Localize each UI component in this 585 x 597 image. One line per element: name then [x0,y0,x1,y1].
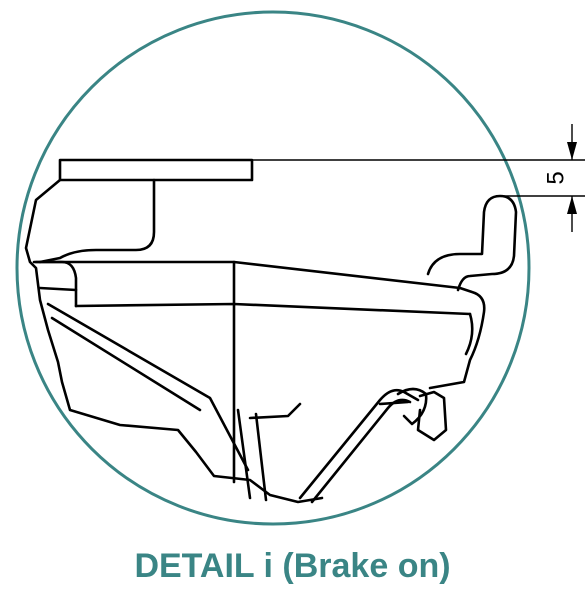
upper-cavity [38,178,156,264]
brake-block-top-edge [34,260,462,290]
brake-block-right-end [428,286,486,390]
brake-block-upper-face [74,302,472,316]
left-frame-outline [24,178,324,504]
lever-shaft-left [248,402,302,420]
detail-drawing: 5 [15,10,585,526]
hook-element [426,194,518,292]
lever-arm-inner [310,398,412,504]
lower-rib-second [254,412,268,502]
dimension-arrow-top [567,142,577,160]
dimension-annotation [252,124,585,232]
brake-shoe-plate [58,158,254,182]
brake-mechanism-linework [24,158,518,504]
lever-housing [416,390,448,442]
diagonal-wall-outer [46,302,250,472]
left-step-lower [38,286,78,292]
lever-guide [378,400,410,406]
diagonal-wall-inner [50,316,202,412]
detail-circle [15,10,531,526]
brake-block-bottom [464,312,474,356]
detail-caption: DETAIL i (Brake on) [134,547,451,585]
lower-rib [236,408,252,500]
dimension-value: 5 [543,171,570,184]
dimension-arrow-bottom [567,196,577,214]
